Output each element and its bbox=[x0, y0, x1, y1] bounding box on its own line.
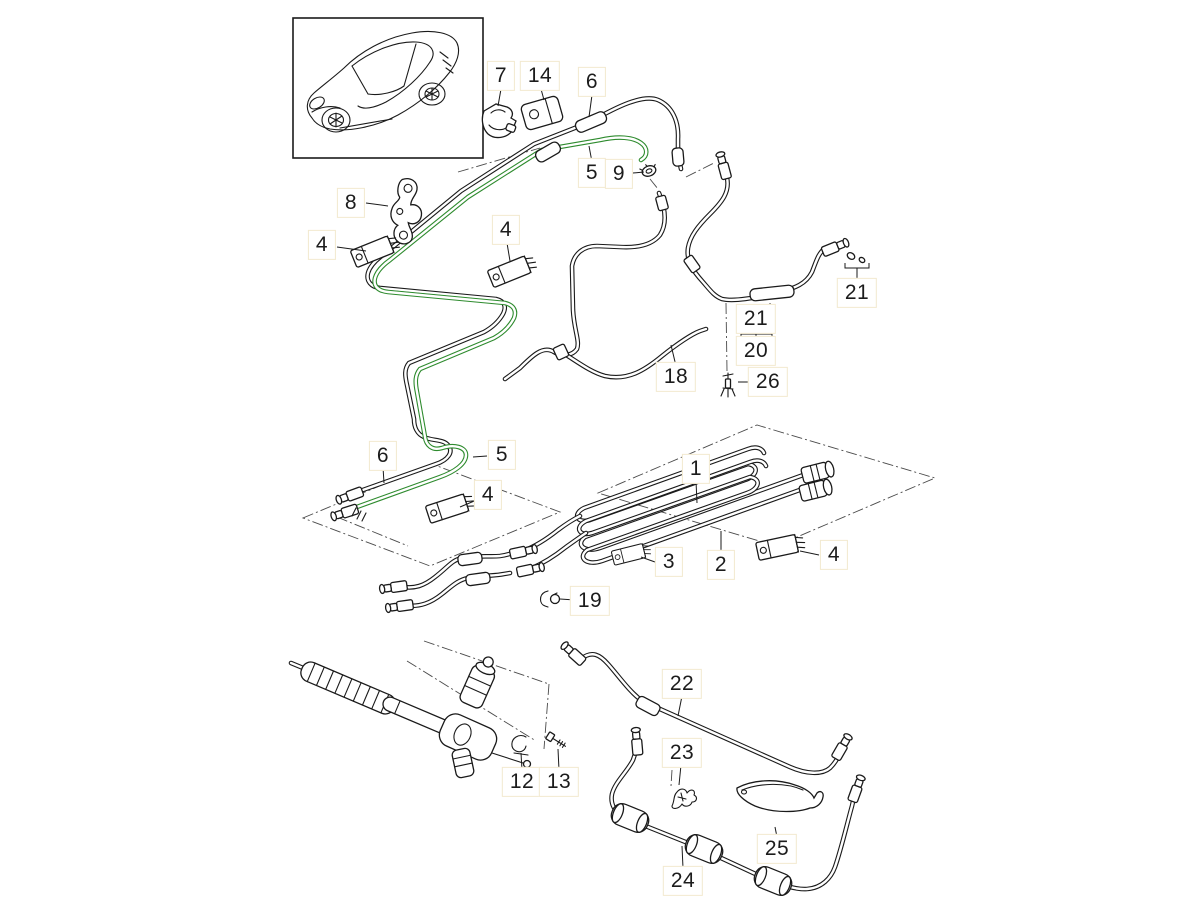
hose-collar bbox=[655, 194, 669, 212]
part-callout-13[interactable]: 13 bbox=[538, 766, 580, 798]
quick-connector bbox=[799, 459, 837, 485]
line-damper bbox=[681, 831, 727, 867]
part-callout-14[interactable]: 14 bbox=[519, 60, 561, 92]
part-callout-22[interactable]: 22 bbox=[661, 668, 703, 700]
part-callout-5[interactable]: 5 bbox=[577, 157, 607, 189]
part-callout-5[interactable]: 5 bbox=[487, 439, 517, 471]
part-callout-4[interactable]: 4 bbox=[491, 214, 521, 246]
part-callout-4[interactable]: 4 bbox=[473, 479, 503, 511]
part-callout-25[interactable]: 25 bbox=[756, 833, 798, 865]
hose-fitting bbox=[714, 150, 733, 181]
part-callout-7[interactable]: 7 bbox=[486, 60, 516, 92]
grommet-9 bbox=[639, 163, 657, 177]
part-callout-19[interactable]: 19 bbox=[569, 585, 611, 617]
suction-line-18 bbox=[505, 193, 706, 379]
rack-valve-body bbox=[459, 656, 496, 709]
clamp-7 bbox=[481, 103, 517, 139]
phantom-lines bbox=[301, 147, 937, 787]
clip-19 bbox=[539, 590, 561, 608]
part-callout-12[interactable]: 12 bbox=[501, 766, 543, 798]
pressure-line-22 bbox=[558, 639, 855, 773]
sealing-rings-21 bbox=[846, 251, 866, 264]
hose-fitting bbox=[820, 236, 851, 258]
damped-line-24 bbox=[607, 726, 867, 899]
part-callout-20[interactable]: 20 bbox=[735, 335, 777, 367]
screw-13 bbox=[545, 731, 567, 748]
part-callout-21[interactable]: 21 bbox=[735, 303, 777, 335]
part-callout-18[interactable]: 18 bbox=[655, 361, 697, 393]
part-callout-4[interactable]: 4 bbox=[307, 229, 337, 261]
part-callout-2[interactable]: 2 bbox=[706, 549, 736, 581]
part-callout-6[interactable]: 6 bbox=[577, 66, 607, 98]
part-callout-9[interactable]: 9 bbox=[604, 158, 634, 190]
part-callout-23[interactable]: 23 bbox=[661, 737, 703, 769]
union-nut bbox=[552, 343, 570, 361]
tube-5-green-highlighted bbox=[329, 138, 646, 523]
bracket-8 bbox=[390, 178, 423, 245]
return-hose-20 bbox=[683, 150, 866, 301]
part-callout-4[interactable]: 4 bbox=[819, 539, 849, 571]
rubber-mount-14 bbox=[520, 95, 564, 131]
part-callout-24[interactable]: 24 bbox=[662, 865, 704, 897]
part-callout-3[interactable]: 3 bbox=[654, 546, 684, 578]
part-callout-26[interactable]: 26 bbox=[747, 366, 789, 398]
car-thumbnail-box bbox=[292, 17, 484, 159]
part-callout-6[interactable]: 6 bbox=[368, 440, 398, 472]
steering-rack bbox=[288, 656, 567, 779]
line-clip-4 bbox=[754, 532, 807, 562]
rack-hose-pair bbox=[378, 516, 586, 614]
part-callout-8[interactable]: 8 bbox=[336, 187, 366, 219]
tube-6-black bbox=[334, 98, 685, 506]
push-rivet-26 bbox=[720, 372, 736, 398]
line-damper bbox=[607, 800, 653, 836]
car-icon bbox=[306, 30, 460, 133]
mount-clamp-12 bbox=[511, 734, 529, 756]
part-callout-1[interactable]: 1 bbox=[681, 453, 711, 485]
retaining-bracket-25 bbox=[736, 780, 824, 813]
part-callout-21[interactable]: 21 bbox=[836, 277, 878, 309]
line-damper bbox=[750, 863, 796, 899]
line-clip-4 bbox=[486, 252, 540, 289]
clip-23 bbox=[671, 788, 697, 809]
line-clip-4 bbox=[424, 490, 478, 525]
